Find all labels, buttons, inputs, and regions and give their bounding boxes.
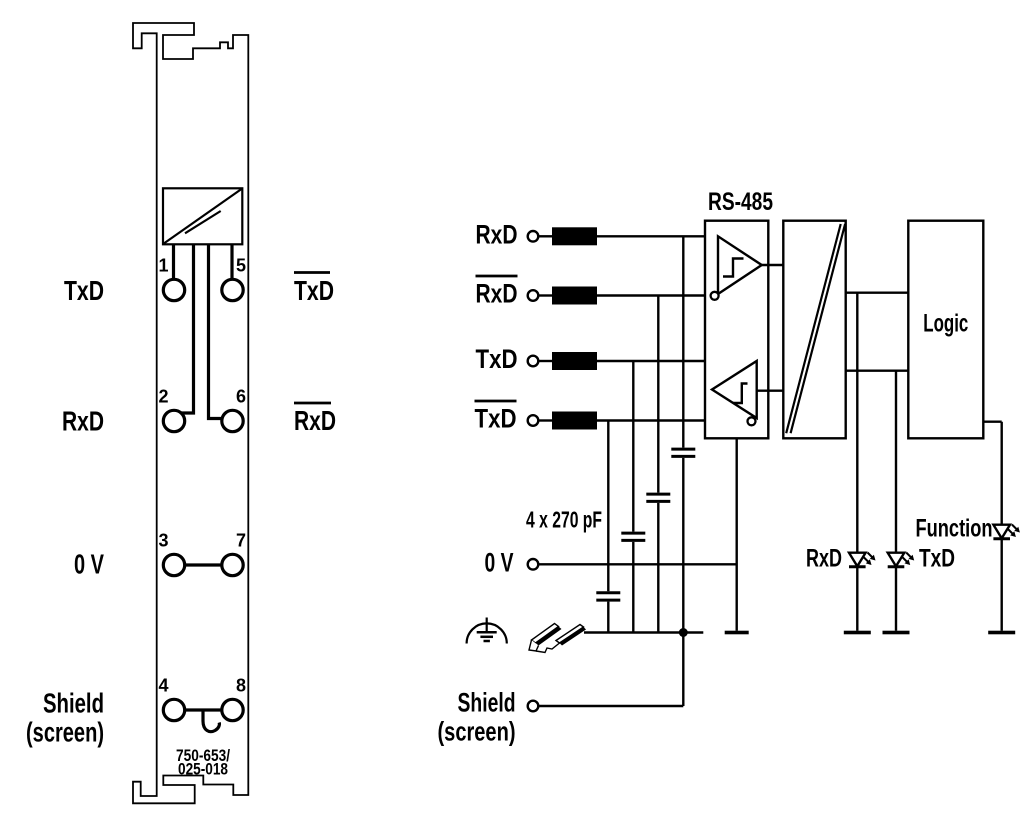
module-pins	[161, 277, 245, 723]
capacitor-value-label: 4 x 270 pF	[526, 507, 602, 533]
led-rxd-icon	[846, 551, 868, 569]
terminal-rxd-inverted	[526, 289, 540, 303]
input-label-rxd: RxD	[476, 219, 518, 249]
ground-bar-led-rxd	[843, 630, 871, 635]
isolation-diagonal-short	[184, 210, 222, 235]
module-side-view: 1 2 3 4 5 6 7 8 TxD RxD 0 V Shield (scre…	[26, 22, 336, 805]
module-labels: TxD RxD 0 V Shield (screen) TxD RxD	[26, 271, 336, 748]
led-rxd-label: RxD	[806, 545, 842, 573]
label-txd-inverted: TxD	[294, 275, 334, 306]
module-outline	[132, 22, 250, 805]
rs485-transceiver: RS-485	[703, 188, 784, 635]
terminal-0v	[526, 557, 540, 571]
receiver-triangle	[716, 234, 764, 297]
pin-number-6: 6	[236, 387, 246, 407]
ground-bar-led-function	[988, 630, 1016, 635]
receiver-inverting-bubble	[709, 290, 720, 301]
schematic: RxD RxD TxD TxD	[438, 188, 1020, 747]
functional-earth-icon	[465, 617, 508, 644]
pin-number-8: 8	[236, 676, 246, 696]
isolation-diagonal	[163, 188, 243, 245]
input-label-txd-inverted: TxD	[475, 404, 517, 434]
zero-volt-label: 0 V	[485, 548, 514, 578]
ground-bar-rs485	[724, 630, 749, 635]
pin-number-2: 2	[158, 387, 168, 407]
shield-ground-hook	[201, 710, 221, 734]
screen-label: (screen)	[438, 717, 516, 747]
ground-bar-led-txd	[882, 630, 910, 635]
pin-6	[220, 408, 245, 434]
label-0v: 0 V	[74, 549, 104, 580]
pin-number-3: 3	[158, 531, 168, 551]
resistor-rxd-inverted	[552, 286, 597, 305]
led-txd-label: TxD	[919, 545, 955, 573]
led-txd-arrows	[901, 551, 915, 565]
led-txd-branch: TxD	[882, 370, 955, 635]
resistor-txd-inverted	[552, 411, 597, 430]
label-rxd: RxD	[62, 406, 104, 437]
led-function-arrows	[1007, 523, 1020, 537]
input-rows: RxD RxD TxD TxD	[474, 219, 757, 434]
capacitor-network: 4 x 270 pF	[526, 236, 696, 633]
driver-hysteresis-icon	[733, 382, 748, 405]
label-screen: (screen)	[26, 717, 104, 748]
led-rxd-branch: RxD	[806, 292, 876, 635]
terminal-txd-inverted	[526, 414, 540, 428]
din-rail-icon	[528, 622, 586, 654]
ground-rail-group	[465, 617, 704, 654]
zero-volt-row: 0 V	[485, 548, 737, 578]
pin-3	[161, 552, 187, 578]
receiver-hysteresis-icon	[723, 257, 744, 278]
pin-2	[161, 408, 187, 434]
driver-inverting-bubble	[746, 416, 757, 427]
logic-box	[907, 219, 985, 440]
galvanic-isolation	[782, 219, 847, 440]
logic-label: Logic	[923, 310, 968, 338]
pin-number-1: 1	[158, 256, 168, 276]
isolation-symbol	[161, 187, 244, 246]
input-label-txd: TxD	[476, 344, 518, 374]
part-number-line2: 025-018	[178, 760, 228, 779]
terminal-rxd	[526, 229, 540, 243]
logic-block: Logic	[907, 219, 985, 440]
isolation-barrier-diagonal-2	[789, 223, 847, 434]
pin-7	[220, 552, 245, 578]
module-pin-numbers: 1 2 3 4 5 6 7 8	[158, 256, 246, 696]
led-function-label: Function	[916, 515, 993, 543]
terminal-txd	[526, 354, 540, 368]
terminal-shield	[526, 699, 540, 713]
resistor-txd	[552, 352, 597, 370]
label-rxd-inverted: RxD	[294, 405, 336, 436]
pin-number-4: 4	[158, 676, 168, 696]
input-label-rxd-inverted: RxD	[476, 279, 518, 309]
module-wires	[171, 244, 234, 734]
part-number: 750-653/ 025-018	[176, 746, 230, 779]
pin-8	[220, 697, 245, 723]
pin-1	[161, 277, 187, 303]
part-number-line1: 750-653/	[176, 746, 230, 765]
isolation-barrier-diagonal-1	[785, 223, 842, 434]
shield-row: Shield (screen)	[438, 632, 685, 747]
pin-4	[161, 697, 187, 723]
led-function-icon	[991, 523, 1013, 541]
shield-label: Shield	[458, 688, 516, 718]
pin-number-5: 5	[236, 256, 246, 276]
pin-number-7: 7	[236, 531, 246, 551]
label-txd: TxD	[64, 275, 104, 306]
led-rxd-arrows	[862, 551, 876, 565]
label-shield: Shield	[43, 688, 104, 719]
pin-5	[220, 277, 245, 303]
led-txd-icon	[885, 551, 907, 569]
rs485-label: RS-485	[708, 188, 773, 216]
led-function-branch: Function	[916, 420, 1020, 635]
resistor-rxd	[552, 227, 597, 246]
